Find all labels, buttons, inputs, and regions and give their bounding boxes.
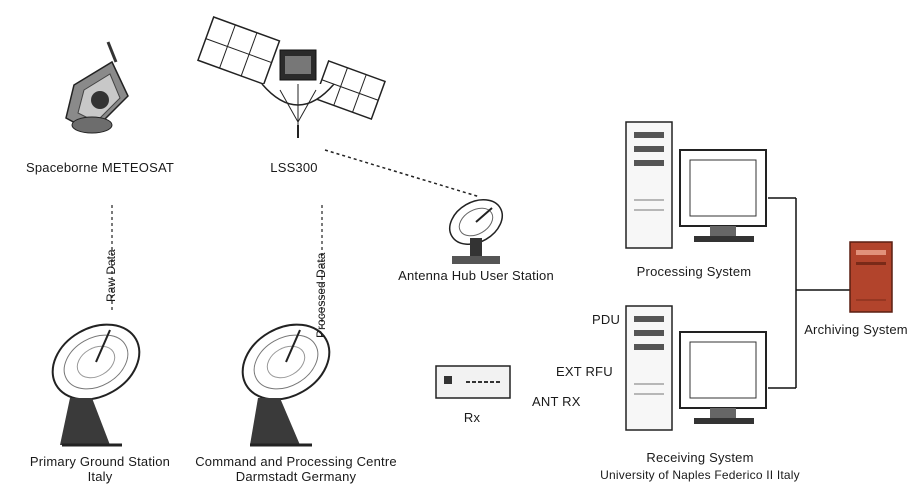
user-station-label: Antenna Hub User Station <box>398 268 554 283</box>
processing-workstation-icon <box>626 122 766 248</box>
archiving-system-label: Archiving System <box>804 322 908 337</box>
link-sat-to-user-station <box>325 150 480 197</box>
receiving-system-label: Receiving System <box>646 450 753 465</box>
satellite-label: LSS300 <box>270 160 317 175</box>
primary-station-dish-icon <box>39 310 153 445</box>
rx-device-label: Rx <box>464 410 480 425</box>
port-label-ext-rfu: EXT RFU <box>556 364 613 379</box>
receiving-system-location: University of Naples Federico II Italy <box>600 468 800 482</box>
spaceborne-sensor-icon <box>66 42 128 133</box>
primary-station-location: Italy <box>88 469 113 484</box>
primary-station-label: Primary Ground Station <box>30 454 170 469</box>
port-label-ant-rx: ANT RX <box>532 394 581 409</box>
archiving-server-icon <box>850 242 892 312</box>
user-station-antenna-icon <box>442 191 510 264</box>
sensor-label: Spaceborne METEOSAT <box>26 160 174 175</box>
satellite-icon <box>198 17 385 138</box>
raw-data-link-label: Raw Data <box>104 249 118 302</box>
processing-system-label: Processing System <box>637 264 752 279</box>
port-label-pdu: PDU <box>592 312 620 327</box>
command-centre-label: Command and Processing Centre <box>195 454 397 469</box>
receiving-workstation-icon <box>626 306 766 430</box>
rx-device-icon <box>436 366 510 398</box>
command-centre-location: Darmstadt Germany <box>236 469 356 484</box>
processed-data-link-label: Processed Data <box>314 253 328 338</box>
